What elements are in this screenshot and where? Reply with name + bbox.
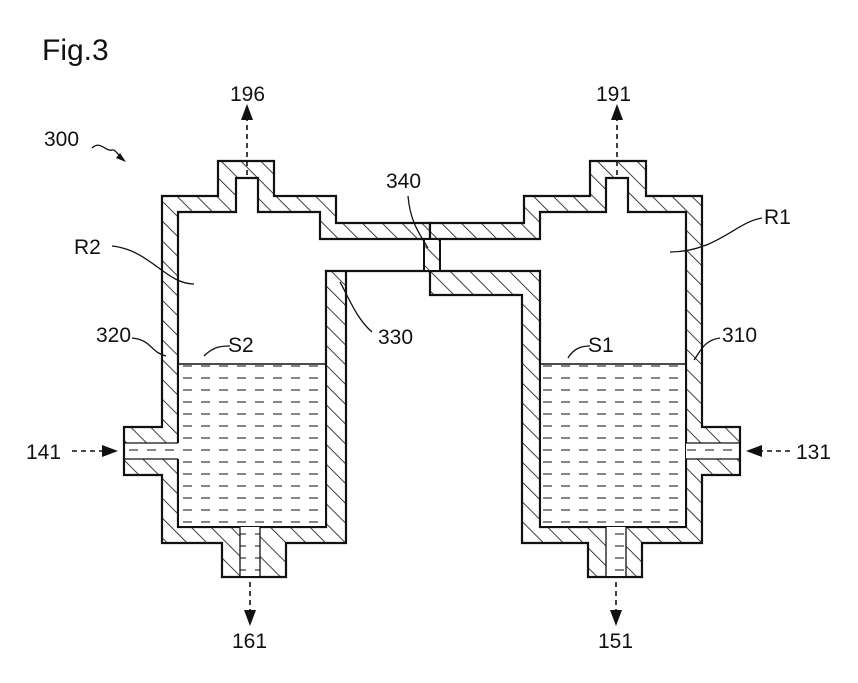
- label-196: 196: [230, 83, 265, 106]
- label-300: 300: [44, 128, 79, 151]
- label-131: 131: [796, 441, 831, 464]
- label-s2: S2: [228, 334, 254, 357]
- arrow-down-151-icon: [610, 610, 622, 626]
- inlet-left-channel: [126, 443, 179, 459]
- figure-title: Fig.3: [42, 34, 109, 67]
- label-330: 330: [378, 326, 413, 349]
- label-s1: S1: [588, 334, 614, 357]
- vessel-left: [124, 161, 430, 577]
- valve-340: [424, 239, 440, 271]
- arrow-down-161-icon: [244, 610, 256, 626]
- label-161: 161: [232, 630, 267, 653]
- label-r1: R1: [764, 206, 791, 229]
- label-191: 191: [596, 83, 631, 106]
- outlet-left-channel: [240, 527, 260, 576]
- label-310: 310: [722, 324, 757, 347]
- outlet-right-channel: [606, 527, 626, 576]
- vessel-right: [430, 161, 740, 577]
- arrow-right-141-icon: [102, 445, 118, 457]
- liquid-s1: [541, 364, 685, 526]
- label-320: 320: [96, 324, 131, 347]
- arrow-left-131-icon: [746, 445, 762, 457]
- label-151: 151: [598, 630, 633, 653]
- inlet-right-channel: [686, 443, 738, 459]
- label-r2: R2: [74, 236, 101, 259]
- arrow-up-196-icon: [241, 104, 253, 120]
- label-340: 340: [386, 170, 421, 193]
- label-141: 141: [26, 441, 61, 464]
- arrow-up-191-icon: [611, 104, 623, 120]
- liquid-s2: [179, 364, 325, 526]
